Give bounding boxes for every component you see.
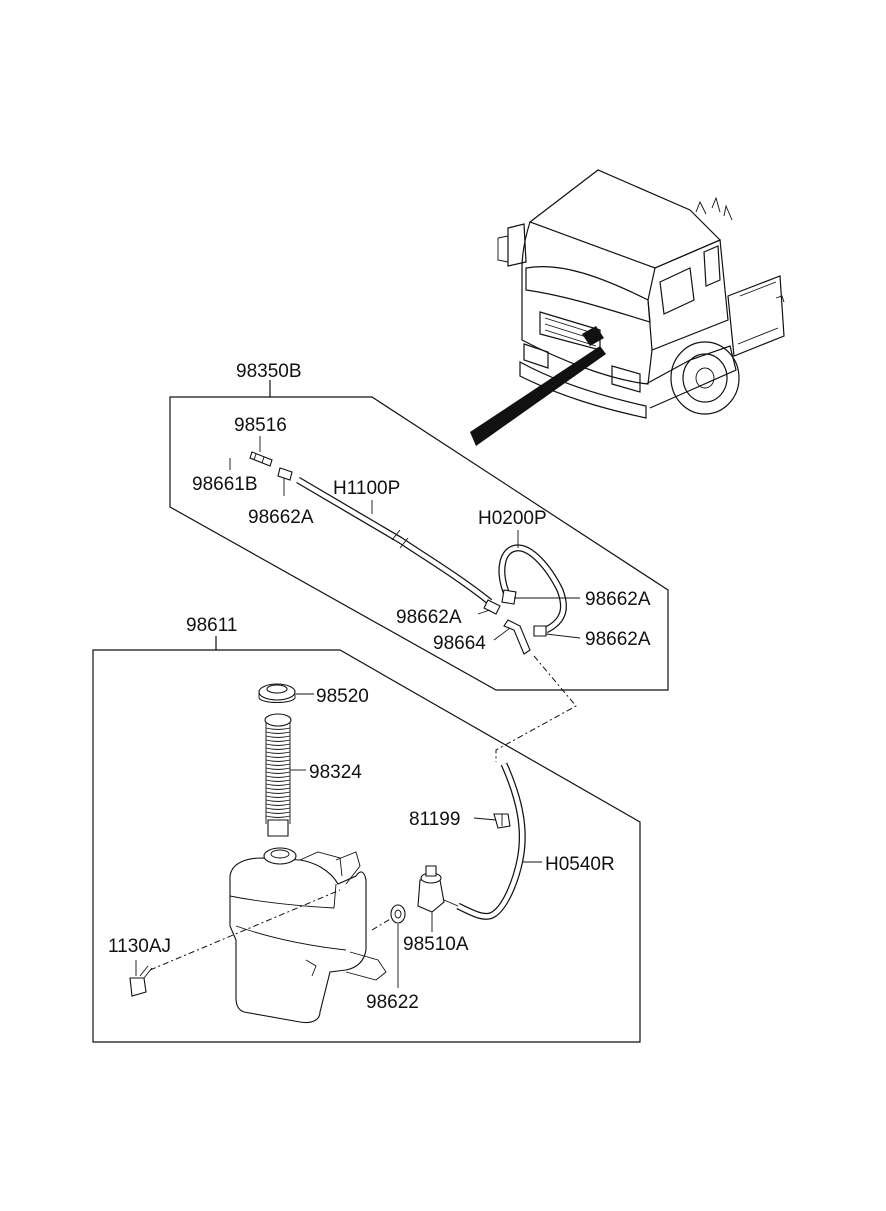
label-98661B: 98661B — [192, 474, 258, 495]
filler-neck-rib — [265, 755, 291, 758]
filler-neck-rib — [265, 795, 291, 798]
hose-assembly-box — [169, 380, 669, 691]
upper-hose-parts — [210, 441, 567, 655]
label-98510A: 98510A — [403, 934, 469, 955]
filler-neck-rib — [265, 763, 291, 766]
label-98516: 98516 — [234, 415, 287, 436]
filler-neck-rib — [265, 803, 291, 806]
filler-neck-rib — [265, 751, 291, 754]
reservoir-box — [92, 636, 641, 1043]
label-98520: 98520 — [316, 686, 369, 707]
filler-neck-rib — [265, 743, 291, 746]
filler-neck-rib — [265, 739, 291, 742]
label-98662A-right-2: 98662A — [585, 629, 651, 650]
filler-neck-rib — [265, 747, 291, 750]
label-98324: 98324 — [309, 762, 362, 783]
reservoir-parts — [129, 683, 526, 1024]
label-98662A-upper: 98662A — [248, 507, 314, 528]
label-98350B: 98350B — [236, 361, 302, 382]
label-98611: 98611 — [186, 615, 237, 636]
filler-neck-rib — [265, 783, 291, 786]
filler-neck-rib — [265, 787, 291, 790]
filler-neck-rib — [265, 759, 291, 762]
label-98664: 98664 — [433, 633, 486, 654]
label-98662A-right-1: 98662A — [585, 589, 651, 610]
label-1130AJ: 1130AJ — [108, 936, 171, 957]
location-pointer — [470, 346, 606, 446]
upper-leader-lines — [229, 436, 581, 641]
filler-neck-rib — [265, 775, 291, 778]
filler-neck-rib — [265, 727, 291, 730]
label-98662A-left: 98662A — [396, 607, 462, 628]
label-H0540R: H0540R — [545, 854, 615, 875]
filler-neck-rib — [265, 799, 291, 802]
filler-neck-rib — [265, 735, 291, 738]
filler-neck-rib — [265, 807, 291, 810]
filler-neck-rib — [265, 811, 291, 814]
filler-neck-ribs — [265, 727, 291, 818]
label-H1100P: H1100P — [333, 478, 400, 499]
connector-dashline — [495, 655, 577, 762]
label-81199: 81199 — [409, 809, 460, 830]
filler-neck-rib — [265, 791, 291, 794]
lower-leader-lines — [135, 693, 542, 988]
truck-illustration — [470, 169, 785, 446]
filler-neck-rib — [265, 815, 291, 818]
part-labels: 98350B 98516 98661B 98662A H1100P H0200P… — [108, 361, 651, 1013]
label-H0200P: H0200P — [478, 508, 547, 529]
label-98622: 98622 — [366, 992, 419, 1013]
filler-neck-rib — [265, 771, 291, 774]
filler-neck-rib — [265, 779, 291, 782]
filler-neck-rib — [265, 767, 291, 770]
filler-neck-rib — [265, 731, 291, 734]
